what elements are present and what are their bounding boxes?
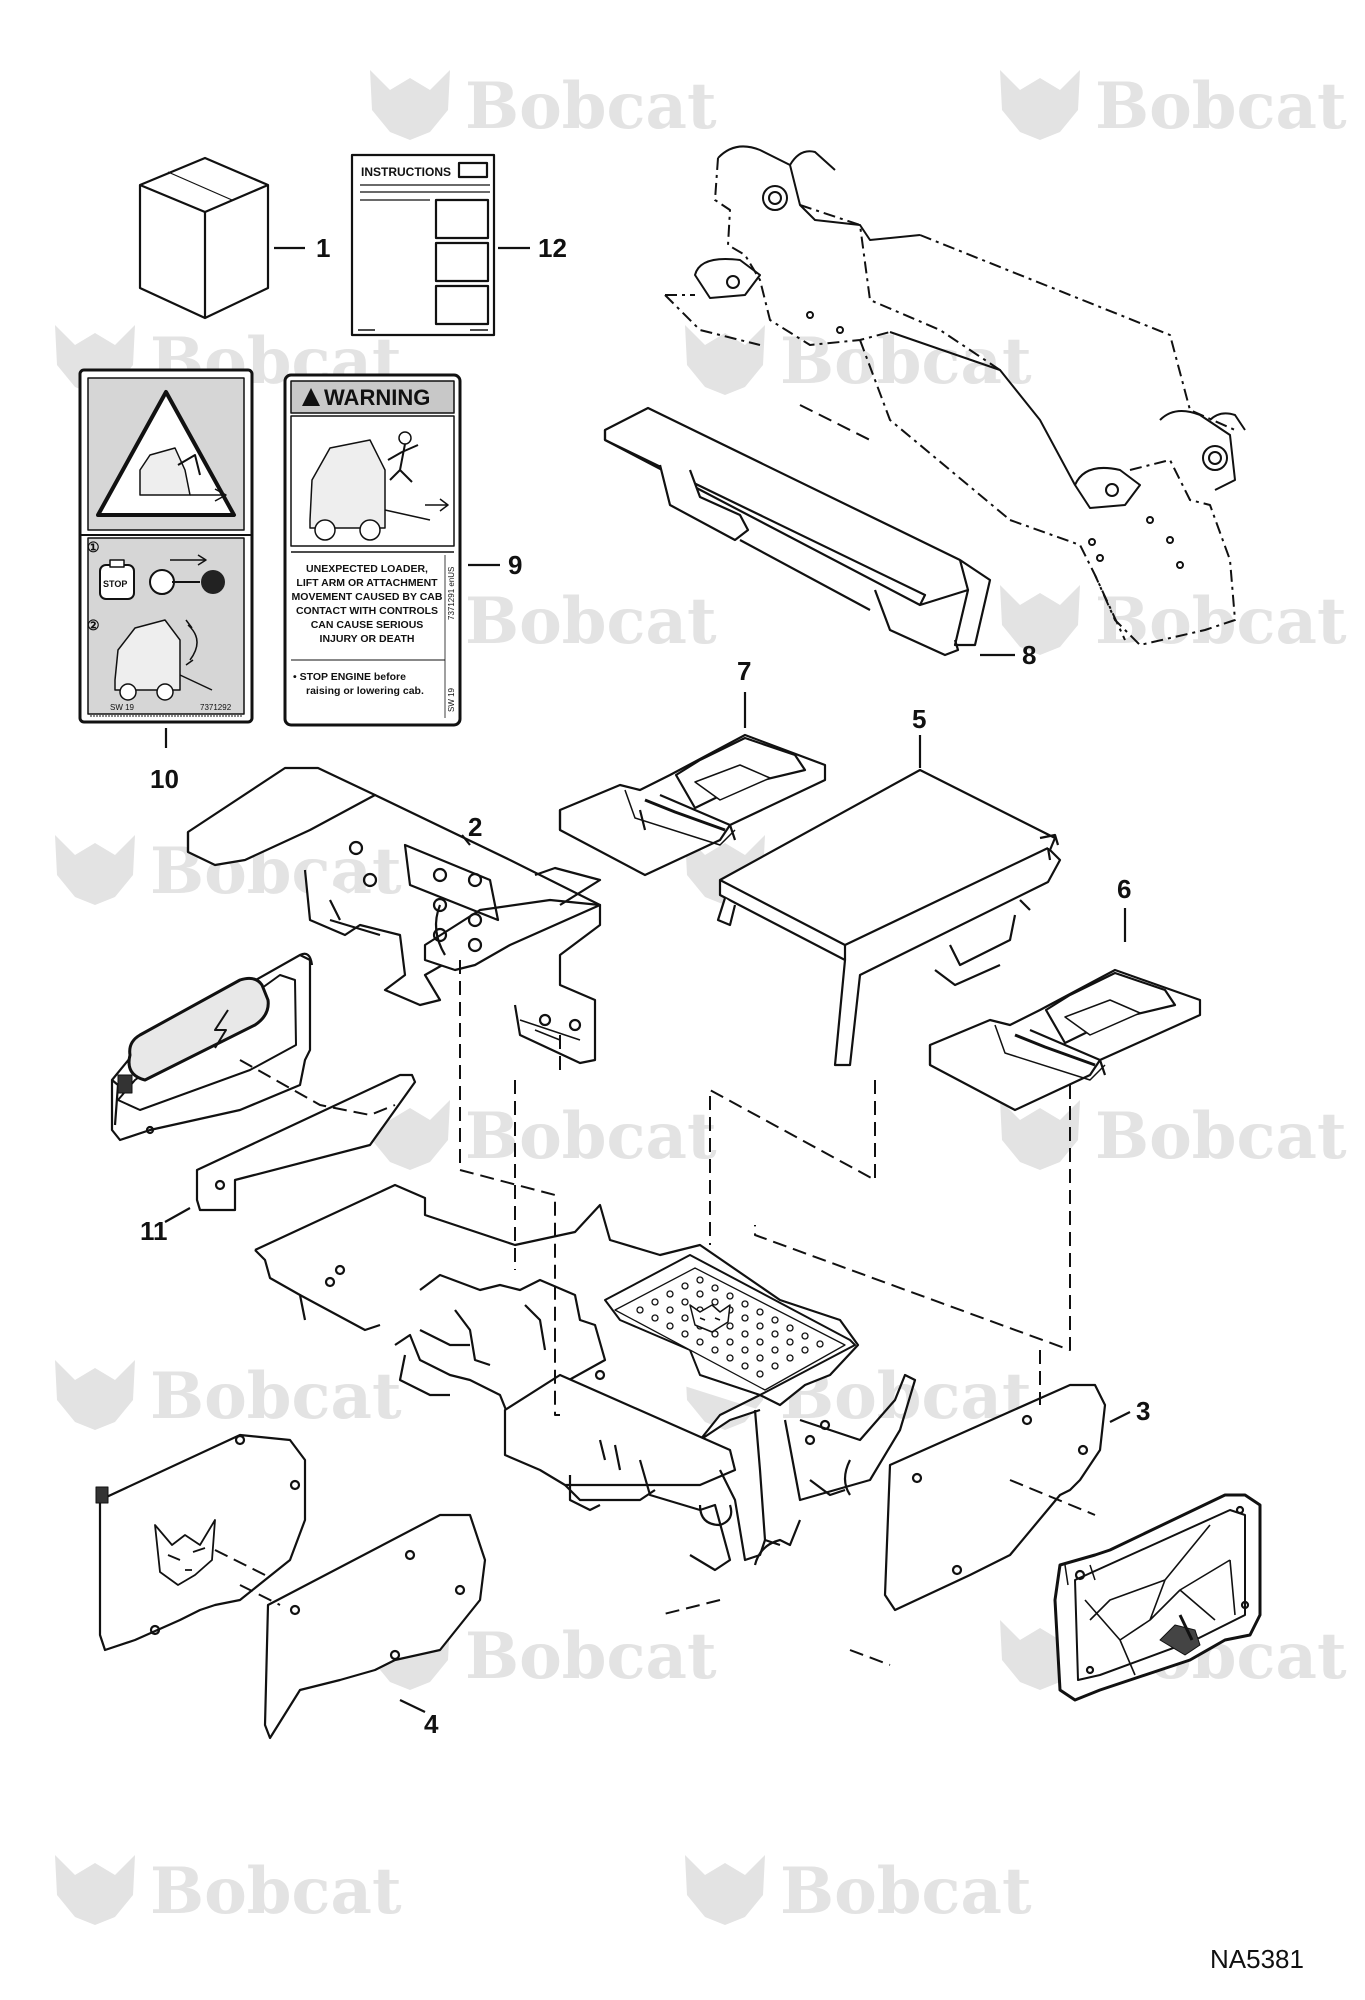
leader-line-11: [164, 1207, 191, 1223]
loader-warning-pictogram-icon: [309, 431, 449, 541]
watermark-text: Bobcat: [465, 1619, 717, 1694]
bobcat-logo-icon: [55, 1855, 135, 1925]
door-hinge-icon: [117, 1074, 133, 1094]
watermark-text: Bobcat: [780, 1854, 1032, 1929]
bobcat-logo-icon: [1000, 70, 1080, 140]
callout-4: 4: [424, 1709, 439, 1739]
part-5-cover: [716, 768, 1062, 1067]
part-11-strip: [195, 1073, 417, 1212]
callout-12: 12: [538, 233, 567, 263]
left-lower-door: [95, 1433, 307, 1652]
key-icon: [149, 569, 225, 595]
warning-side-code: 7371291 enUS: [447, 567, 456, 620]
warning-line-5: CAN CAUSE SERIOUS: [311, 619, 424, 631]
watermark-text: Bobcat: [150, 1359, 402, 1434]
bobcat-logo-icon: [685, 325, 765, 395]
cab-floor-assembly: [254, 1183, 917, 1572]
watermark-15: Bobcat: [55, 1854, 402, 1929]
part-12-instructions: [350, 153, 496, 337]
warning-bullet-2: raising or lowering cab.: [306, 685, 424, 697]
bobcat-logo-floor-icon: [689, 1304, 731, 1333]
decal-10-code-left: SW 19: [110, 703, 135, 712]
warning-bullet-1: • STOP ENGINE before: [293, 671, 406, 683]
watermark-text: Bobcat: [780, 324, 1032, 399]
decal-10-step2: ②: [87, 617, 100, 633]
decal-10-step1: ①: [87, 539, 100, 555]
bobcat-logo-door-icon: [154, 1519, 216, 1586]
leader-line-2: [461, 834, 471, 846]
watermark-text: Bobcat: [465, 69, 717, 144]
warning-line-4: CONTACT WITH CONTROLS: [296, 605, 438, 617]
watermark-text: Bobcat: [465, 584, 717, 659]
callout-9: 9: [508, 550, 522, 580]
floor-mesh-grille: [614, 1267, 846, 1391]
right-door-frame: [1053, 1493, 1262, 1702]
warning-line-2: LIFT ARM OR ATTACHMENT: [296, 577, 438, 589]
watermark-4: Bobcat: [685, 324, 1032, 399]
warning-line-6: INJURY OR DEATH: [320, 633, 415, 645]
warning-side-code-2: SW 19: [447, 687, 456, 712]
callout-2: 2: [468, 812, 482, 842]
leader-line-4: [399, 1699, 426, 1713]
leader-line-3: [1109, 1411, 1131, 1423]
callout-7: 7: [737, 656, 751, 686]
stop-button-icon: [99, 559, 135, 600]
document-id: NA5381: [1210, 1944, 1304, 1974]
callout-5: 5: [912, 704, 926, 734]
door-hinge-icon: [95, 1486, 109, 1504]
bobcat-logo-icon: [1000, 1100, 1080, 1170]
warning-triangle-icon: [302, 388, 320, 406]
rotate-arrow-icon: [185, 619, 198, 666]
callout-8: 8: [1022, 640, 1036, 670]
left-door-panel: [110, 952, 314, 1142]
arrow-right-icon: [170, 554, 207, 566]
part-3-panel: [883, 1383, 1107, 1612]
part-10-decal: [78, 368, 254, 724]
bobcat-logo-icon: [370, 1100, 450, 1170]
watermark-6: Bobcat: [1000, 584, 1347, 659]
callout-3: 3: [1136, 1396, 1150, 1426]
part-2-bracket: [186, 766, 602, 1065]
chassis-frame: [664, 145, 1246, 646]
callout-11: 11: [140, 1216, 168, 1246]
watermark-11: Bobcat: [55, 1359, 402, 1434]
bobcat-logo-icon: [55, 835, 135, 905]
stop-label: STOP: [103, 579, 127, 589]
assembly-lines: [214, 404, 1096, 1666]
callout-1: 1: [316, 233, 330, 263]
watermark-16: Bobcat: [685, 1854, 1032, 1929]
warning-line-3: MOVEMENT CAUSED BY CAB: [292, 591, 443, 603]
bobcat-logo-icon: [370, 70, 450, 140]
callouts: 1 12 9 8 10 7 5 2 6 11 3 4: [140, 233, 1150, 1739]
watermark-10: Bobcat: [1000, 1099, 1347, 1174]
watermark-9: Bobcat: [370, 1099, 717, 1174]
part-6-plate: [928, 968, 1202, 1112]
warning-line-1: UNEXPECTED LOADER,: [306, 563, 428, 575]
part-9-warning-decal: [283, 373, 462, 727]
callout-6: 6: [1117, 874, 1131, 904]
watermark-text: Bobcat: [1095, 69, 1347, 144]
watermark-1: Bobcat: [370, 69, 717, 144]
watermark-layer: Bobcat Bobcat Bobcat Bobcat Bobcat: [55, 69, 1347, 1929]
warning-header: WARNING: [324, 385, 430, 410]
bobcat-logo-icon: [55, 1360, 135, 1430]
part-8-channel: [603, 406, 992, 657]
loader-pictogram-icon: [114, 619, 213, 701]
bobcat-logo-icon: [685, 1855, 765, 1925]
watermark-text: Bobcat: [465, 1099, 717, 1174]
instructions-title: INSTRUCTIONS: [361, 165, 451, 179]
watermark-2: Bobcat: [1000, 69, 1347, 144]
bobcat-logo-icon: [1000, 585, 1080, 655]
part-7-plate: [558, 733, 827, 877]
watermark-text: Bobcat: [1095, 584, 1347, 659]
part-4-panel: [263, 1513, 487, 1740]
watermark-text: Bobcat: [150, 1854, 402, 1929]
callout-10: 10: [150, 764, 179, 794]
decal-10-code-right: 7371292: [200, 703, 232, 712]
part-1-box: [138, 156, 270, 320]
watermark-text: Bobcat: [1095, 1099, 1347, 1174]
